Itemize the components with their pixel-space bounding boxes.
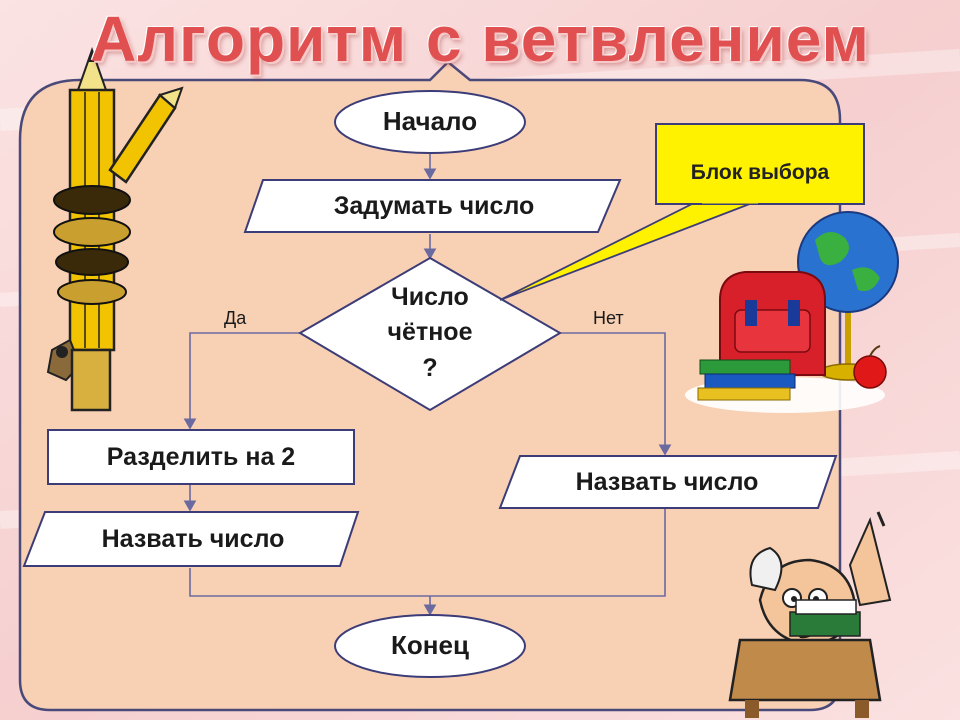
no-output-parallelogram (498, 455, 838, 509)
input-parallelogram (243, 179, 622, 233)
no-branch-label: Нет (593, 308, 624, 328)
decision-line-2: чётное (387, 318, 473, 346)
decision-diamond (298, 256, 562, 412)
slide-title: Алгоритм с ветвлением (90, 3, 870, 75)
no-output-label: Назвать число (575, 468, 759, 496)
yes-process-block (47, 429, 355, 485)
yes-output-parallelogram (22, 511, 360, 567)
end-label: Конец (391, 630, 469, 660)
decision-line-3: ? (422, 354, 438, 382)
school-supplies-icon (685, 211, 899, 413)
yes-output-label: Назвать число (101, 525, 285, 553)
yes-branch-label: Да (224, 308, 247, 328)
callout-label: Блок выбора (690, 161, 830, 184)
start-terminal (334, 90, 526, 154)
end-terminal (334, 614, 526, 678)
input-label: Задумать число (333, 192, 535, 220)
yes-process-label: Разделить на 2 (106, 443, 296, 471)
pencils-icon (46, 46, 184, 412)
decision-line-1: Число (391, 283, 469, 311)
callout-box (655, 123, 865, 205)
connectors (183, 152, 672, 616)
start-label: Начало (382, 106, 478, 136)
professor-icon (728, 511, 892, 718)
